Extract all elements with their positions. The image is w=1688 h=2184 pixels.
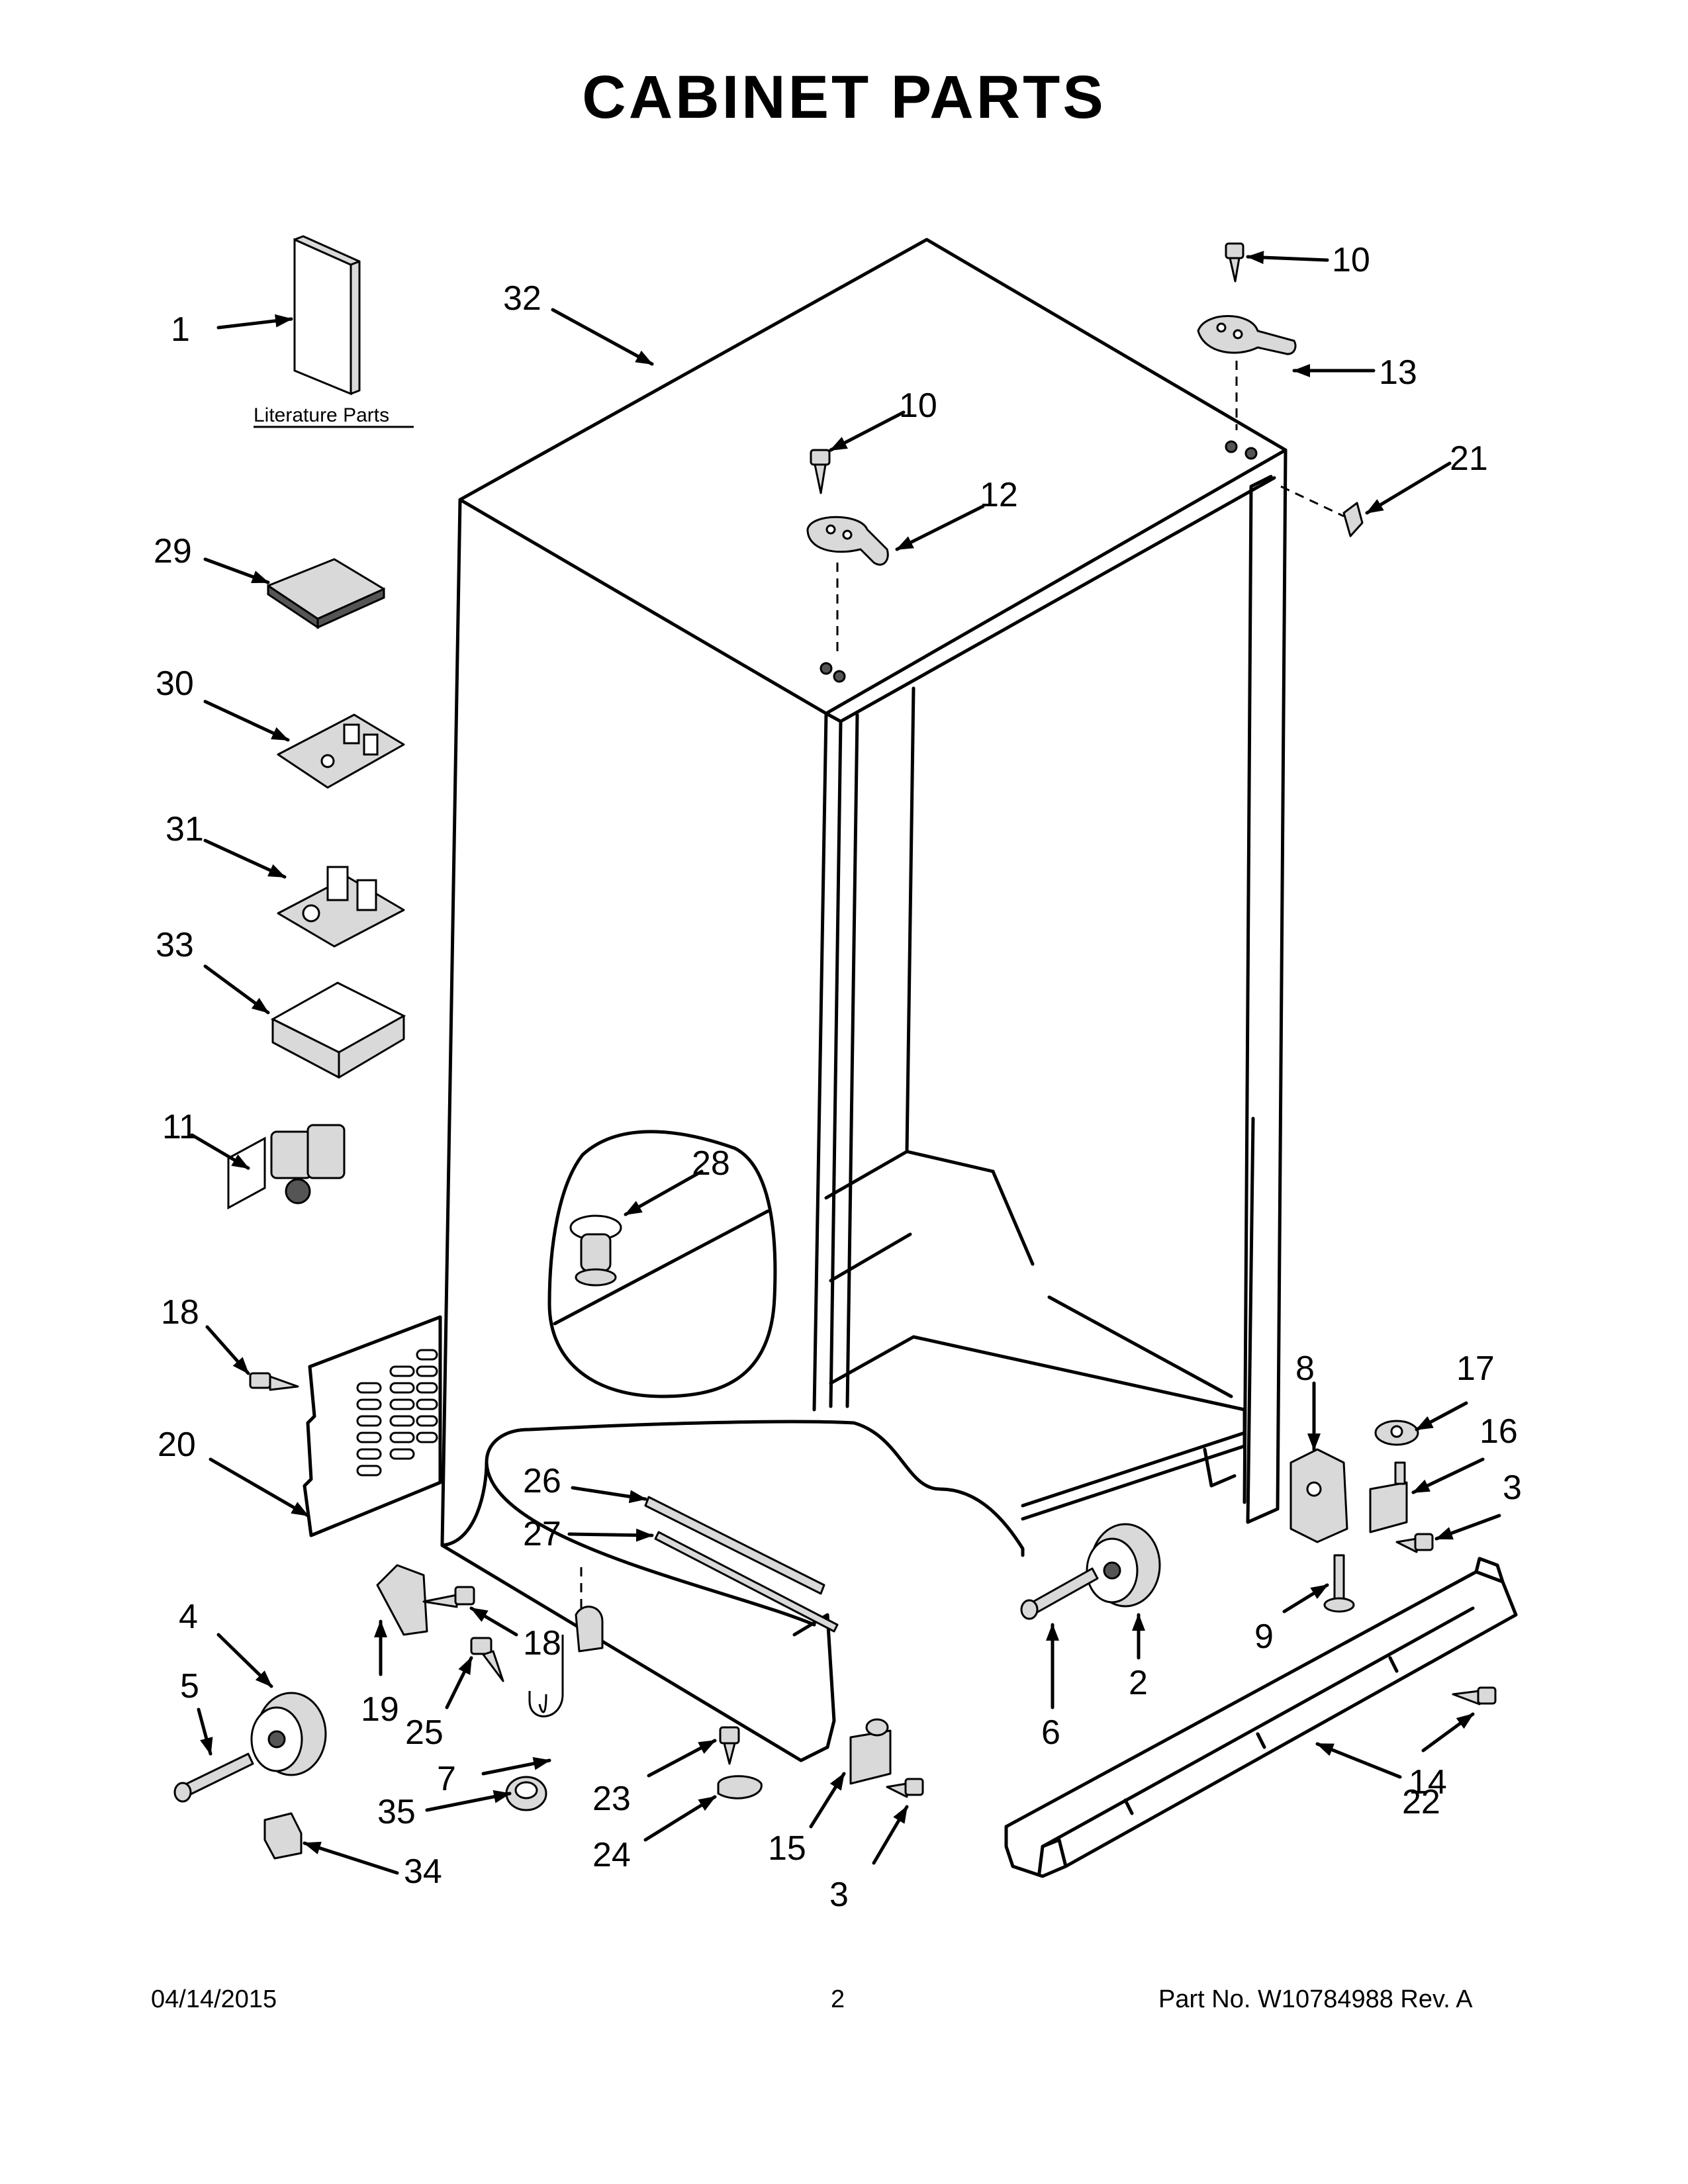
part-30-control-board [277,713,405,789]
part-17-cap [1374,1420,1419,1446]
callout-29: 29 [154,532,192,570]
footer-date: 04/14/2015 [151,1985,277,2013]
callout-27: 27 [523,1515,561,1553]
literature-label: Literature Parts [254,404,389,426]
callout-21: 21 [1450,439,1488,478]
part-35-nut [505,1776,547,1811]
screw-3-right [1395,1533,1434,1553]
part-4-wheel-left [250,1692,327,1776]
part-33-board-housing [270,981,406,1079]
callout-16: 16 [1479,1412,1518,1451]
callout-20: 20 [158,1426,196,1464]
part-15-bracket [849,1718,892,1785]
part-8-hinge-bracket [1289,1448,1348,1543]
part-19-bracket [376,1564,428,1636]
callout-5: 5 [180,1667,199,1706]
part-2-wheel-right [1086,1523,1161,1608]
callout-12: 12 [980,476,1018,514]
callout-3-right: 3 [1503,1469,1522,1507]
screw-25 [470,1637,504,1682]
callout-23: 23 [592,1780,631,1818]
part-22-base-grille [1004,1557,1518,1878]
callout-14: 14 [1409,1763,1447,1801]
part-24-plate [717,1775,763,1799]
callout-28: 28 [692,1144,730,1183]
callout-3-bottom: 3 [829,1876,849,1914]
callout-25: 25 [405,1713,444,1752]
cabinet-window-cutaway [547,1130,777,1398]
part-13-top-hinge [1197,315,1297,460]
callout-4: 4 [179,1598,198,1636]
cabinet-outline [440,238,1288,1762]
callout-18-bottom: 18 [523,1624,561,1662]
literature-parts-icon [293,235,361,396]
callout-19: 19 [361,1690,399,1729]
callout-10-top: 10 [1332,241,1370,279]
callout-1: 1 [171,310,190,349]
screw-3-bottom [886,1778,924,1798]
callout-9: 9 [1254,1617,1274,1656]
screw-18-top [249,1372,299,1391]
screw-10-top-right [1225,242,1244,283]
footer-page-number: 2 [831,1985,845,2013]
part-9-pin [1323,1554,1355,1613]
callout-17: 17 [1456,1349,1495,1388]
callout-35: 35 [377,1793,416,1831]
screw-14 [1452,1686,1497,1706]
callout-26: 26 [523,1462,561,1500]
callout-8: 8 [1295,1349,1315,1388]
callout-33: 33 [156,926,194,964]
part-34-clip [263,1812,303,1860]
part-5-axle-left [173,1752,254,1803]
callout-18-top: 18 [161,1293,199,1332]
callout-2: 2 [1129,1664,1148,1702]
callout-24: 24 [592,1836,631,1874]
part-29-cover [267,558,385,629]
page-title: CABINET PARTS [582,64,1106,131]
part-12-center-hinge [806,516,889,683]
part-20-rear-grille [303,1315,442,1537]
part-21-clip [1342,502,1364,537]
screw-18-bottom [422,1586,475,1608]
callout-13: 13 [1379,353,1417,392]
callout-11: 11 [162,1108,198,1146]
part-11-water-valve [227,1124,346,1210]
callout-32: 32 [503,279,541,318]
callout-7: 7 [437,1760,456,1798]
screw-23 [719,1726,740,1765]
part-7-drain-tube [528,1562,604,1717]
callout-30: 30 [156,664,194,703]
callout-15: 15 [768,1829,806,1868]
part-27-rod [654,1531,839,1633]
footer-part-number: Part No. W10784988 Rev. A [1158,1985,1473,2013]
part-16-hinge-pin [1369,1461,1408,1533]
callout-6: 6 [1041,1713,1060,1752]
part-31-power-board [277,866,405,948]
callout-31: 31 [165,810,204,848]
callout-labels: 1 32 10 10 13 21 12 29 30 31 33 11 28 18… [154,241,1522,1914]
cabinet-base-front [792,1613,836,1749]
screw-10-center [810,449,831,494]
part-28-drain-fitting [569,1214,622,1287]
callout-34: 34 [404,1852,442,1891]
callout-22: 22 [1402,1783,1440,1821]
callout-10-center: 10 [899,387,937,425]
leader-lines [190,251,1501,1875]
part-6-axle-right [1020,1567,1099,1620]
